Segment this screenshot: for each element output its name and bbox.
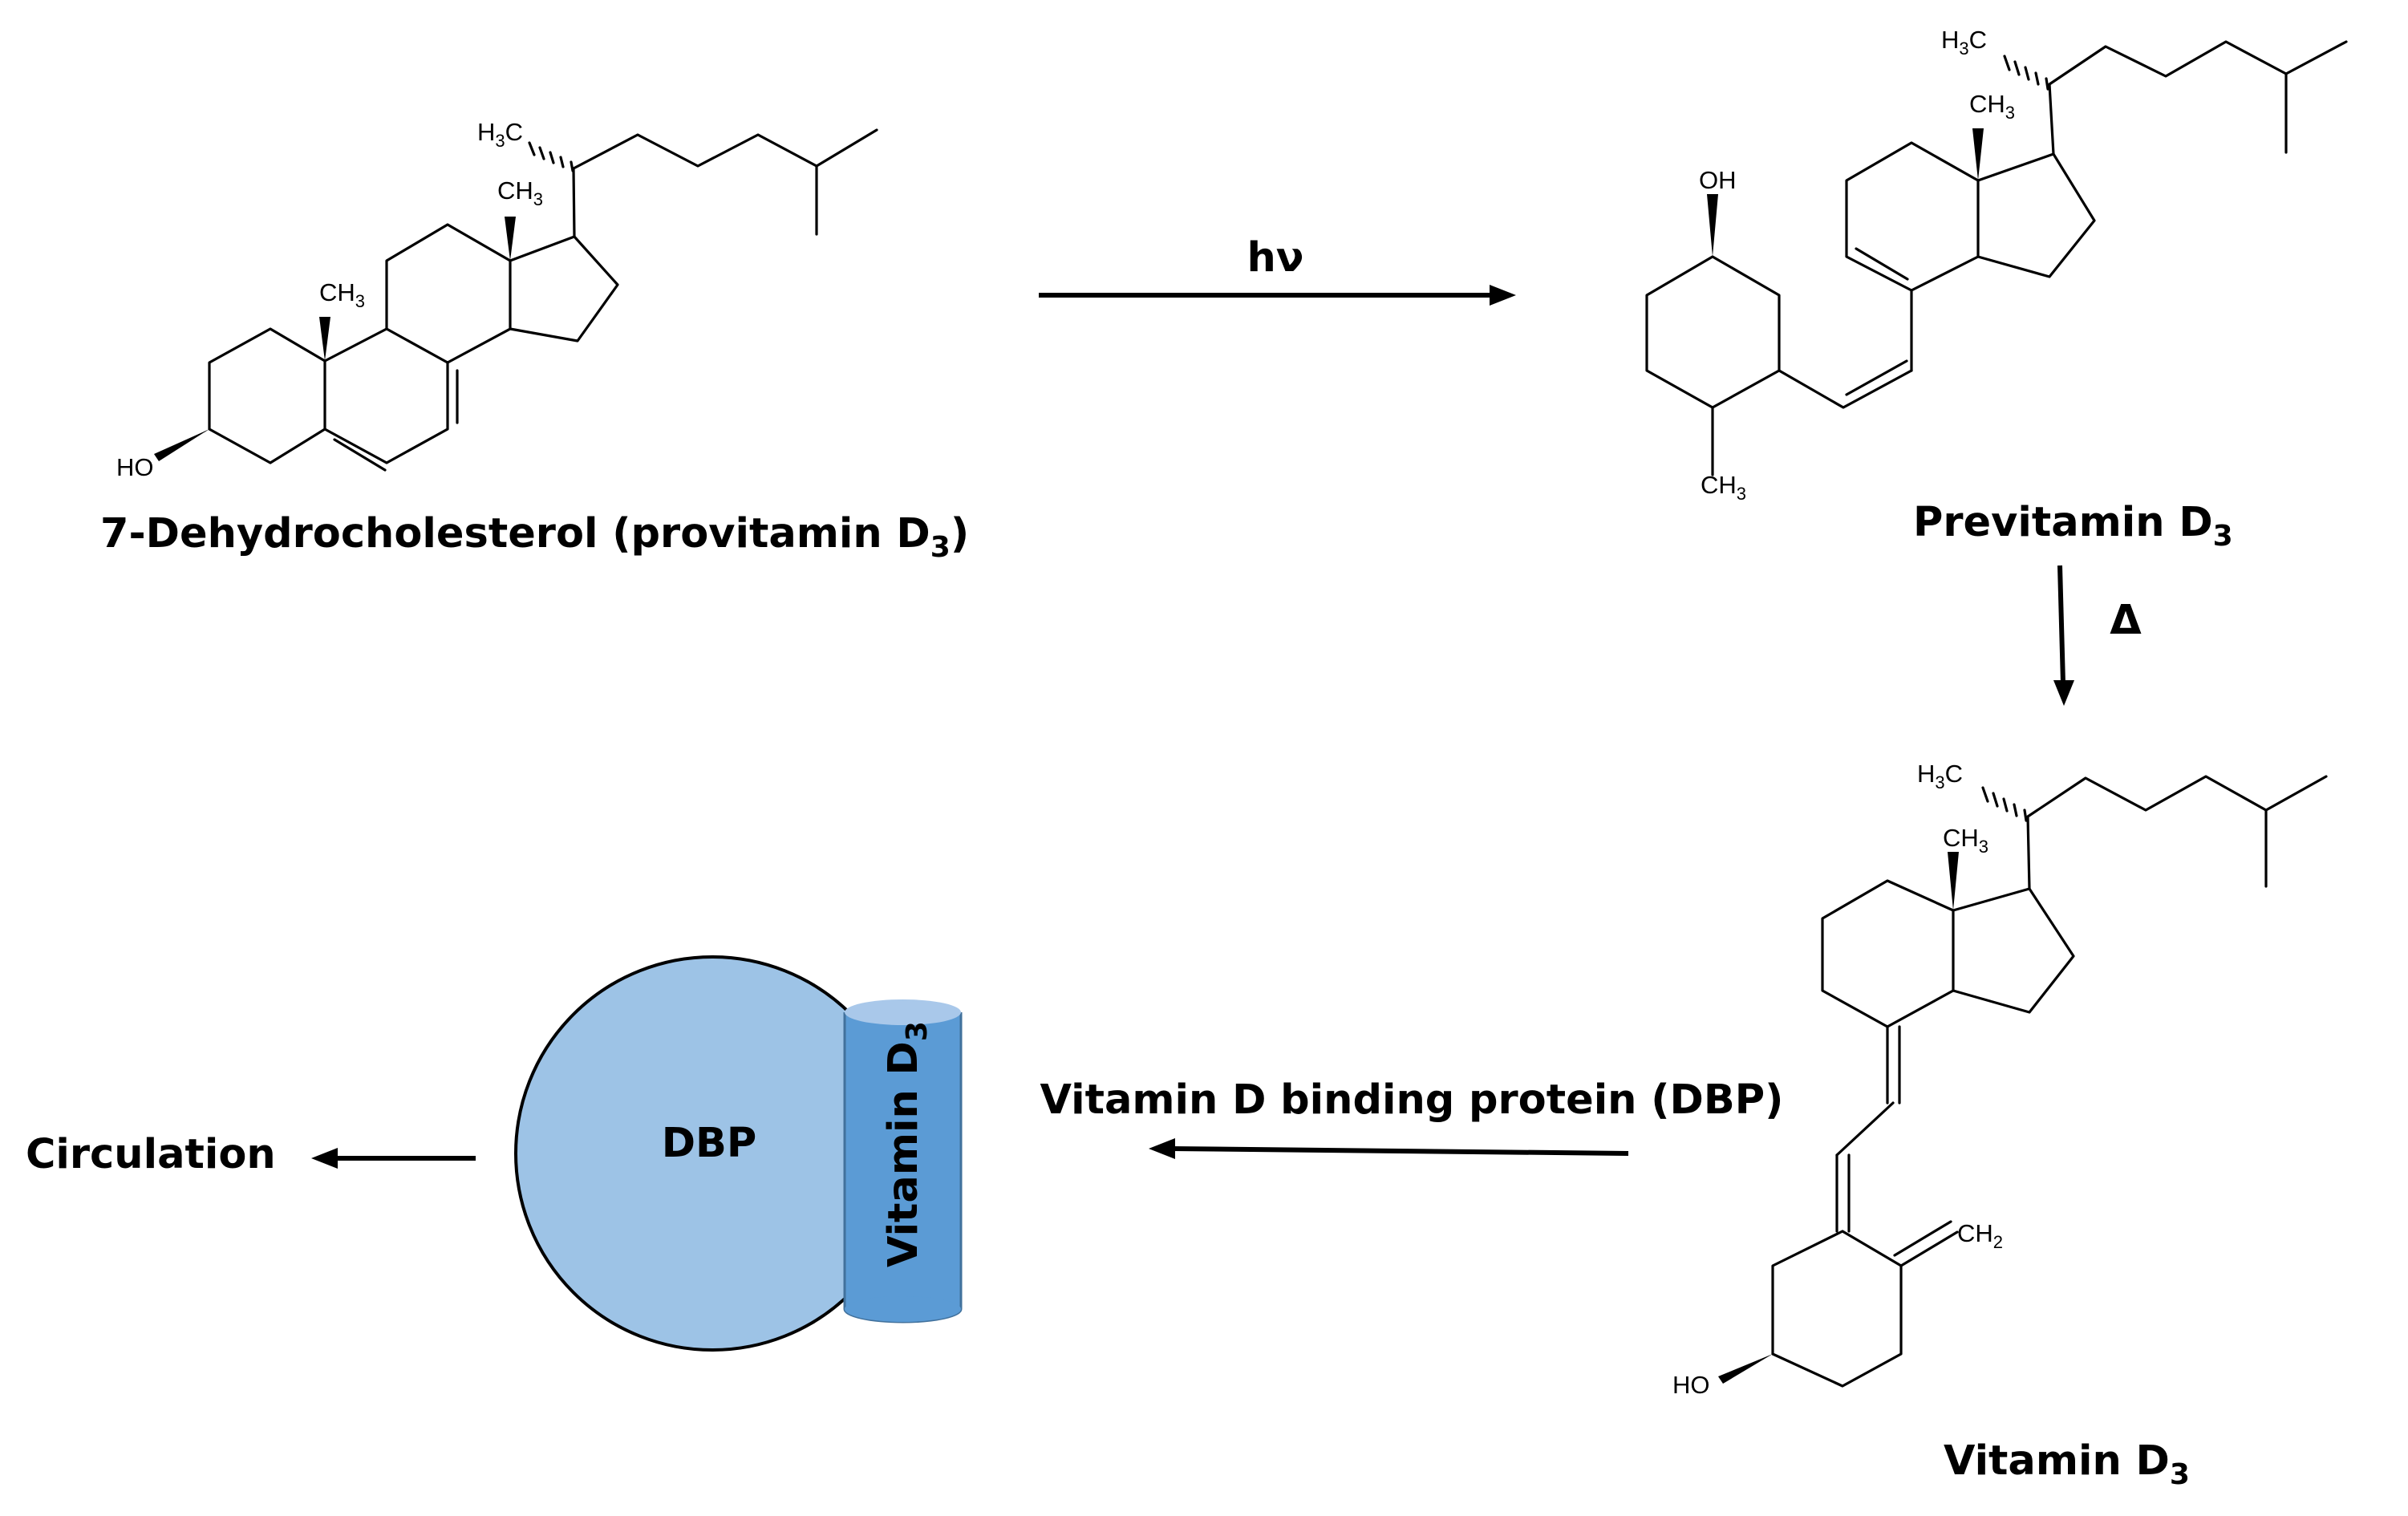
- ch3-label: CH3: [1969, 90, 2015, 123]
- h3c-label: H3C: [1917, 760, 1963, 792]
- structure-7-dehydrocholesterol: H3C CH3 CH3 HO: [116, 118, 878, 481]
- hashed-bond: [1981, 786, 2028, 822]
- h3c-label: H3C: [1941, 26, 1987, 59]
- ch3-label: CH3: [319, 278, 365, 311]
- ho-label: HO: [116, 453, 154, 481]
- ch3-label: CH3: [1943, 824, 1988, 857]
- vitamin-d3-cylinder-top: [845, 999, 961, 1025]
- oh-label: OH: [1699, 166, 1737, 194]
- vitamin-d3-cylinder-base: [845, 1296, 961, 1322]
- arrow-delta: [2053, 565, 2074, 706]
- ch3-label: CH3: [1701, 471, 1746, 504]
- arrow-binding: [1149, 1138, 1629, 1159]
- ho-label: HO: [1672, 1371, 1710, 1399]
- dbp-label: DBP: [662, 1120, 757, 1167]
- circulation-label: Circulation: [26, 1131, 276, 1178]
- h3c-label: H3C: [477, 118, 523, 151]
- step-label-hv: hν: [1247, 234, 1303, 282]
- compound-label-7-dehydrocholesterol: 7-Dehydrocholesterol (provitamin D3): [100, 510, 969, 564]
- vitamin-d3-cylinder-label: Vitamin D3: [880, 1021, 934, 1267]
- arrow-circulation: [311, 1148, 476, 1169]
- structure-vitamin-d3: H3C CH3 CH2 HO: [1672, 760, 2328, 1399]
- hashed-bond: [2003, 55, 2049, 91]
- compound-label-vitamin-d3: Vitamin D3: [1944, 1437, 2190, 1491]
- ch3-label: CH3: [497, 176, 543, 209]
- structure-previtamin-d3: OH H3C CH3 CH3: [1645, 26, 2348, 504]
- compound-label-previtamin-d3: Previtamin D3: [1913, 499, 2233, 553]
- vitamin-d3-cylinder-body: [845, 1012, 961, 1309]
- step-label-delta: Δ: [2110, 597, 2142, 644]
- ch2-label: CH2: [1957, 1219, 2003, 1252]
- step-label-binding: Vitamin D binding protein (DBP): [1040, 1076, 1784, 1124]
- arrow-hv: [1039, 285, 1516, 306]
- hashed-bond: [528, 141, 574, 172]
- dbp-vitamin-d3-complex: DBP Vitamin D3: [514, 955, 963, 1352]
